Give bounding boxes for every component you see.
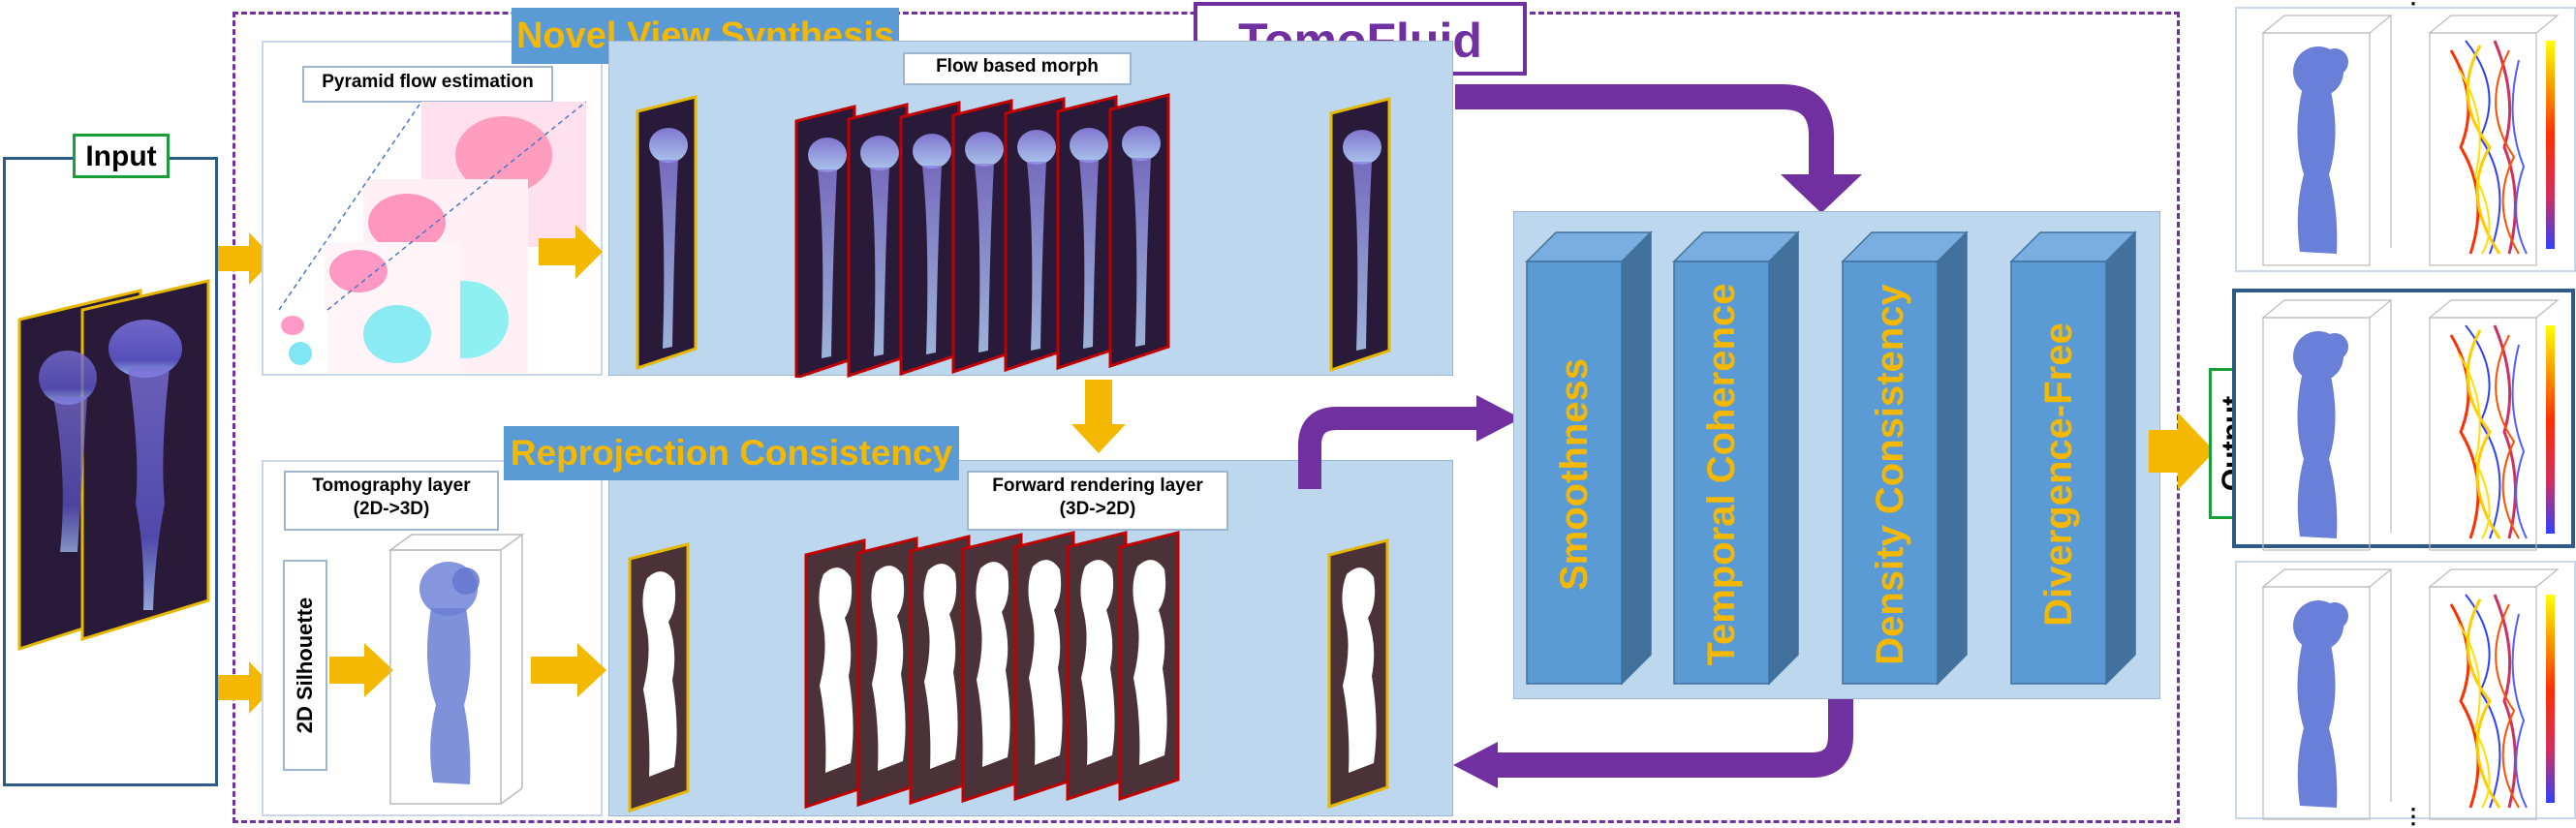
input-frames [17,279,210,652]
silhouette-frames [628,531,1389,813]
pyramid-to-morph-arrow [539,225,603,279]
tomo-volume [388,534,525,805]
loss-label-divergence: Divergence-Free [2037,322,2080,627]
svg-text:⋮: ⋮ [2403,804,2424,828]
tower-density [1841,230,1969,686]
input-label: Input [73,134,170,178]
forward-label-line2: (3D->2D) [1059,499,1136,519]
silhouette-box [283,560,327,771]
tower-divergence [2009,230,2137,686]
flow-morph-label: Flow based morph [903,52,1132,85]
pyramid-label: Pyramid flow estimation [302,66,553,103]
tomo-label-line1: Tomography layer [312,475,471,496]
loss-label-temporal: Temporal Coherence [1700,283,1743,666]
tomo-label: Tomography layer (2D->3D) [284,471,499,531]
tower-temporal [1672,230,1800,686]
volume-to-silhouette-arrow [531,643,606,697]
output-previews: ⋮ ⋮ [2232,0,2576,828]
input-to-pyramid-arrow [218,232,274,285]
reproj-title: Reprojection Consistency [504,426,959,480]
loss-towers [1525,230,2137,686]
morph-frames [636,93,1391,378]
forward-label-line1: Forward rendering layer [992,475,1203,496]
silhouette-to-volume-arrow [329,643,393,697]
tomo-label-line2: (2D->3D) [353,499,430,519]
loss-label-density: Density Consistency [1869,284,1911,665]
tower-smoothness [1525,230,1653,686]
morph-to-render-arrow [1071,380,1126,453]
input-to-tomo-arrow [218,661,274,714]
pyramid-flow-images [278,101,587,373]
loss-to-output-arrow [2149,413,2215,490]
loss-label-smoothness: Smoothness [1553,357,1596,592]
forward-label: Forward rendering layer (3D->2D) [967,471,1228,531]
